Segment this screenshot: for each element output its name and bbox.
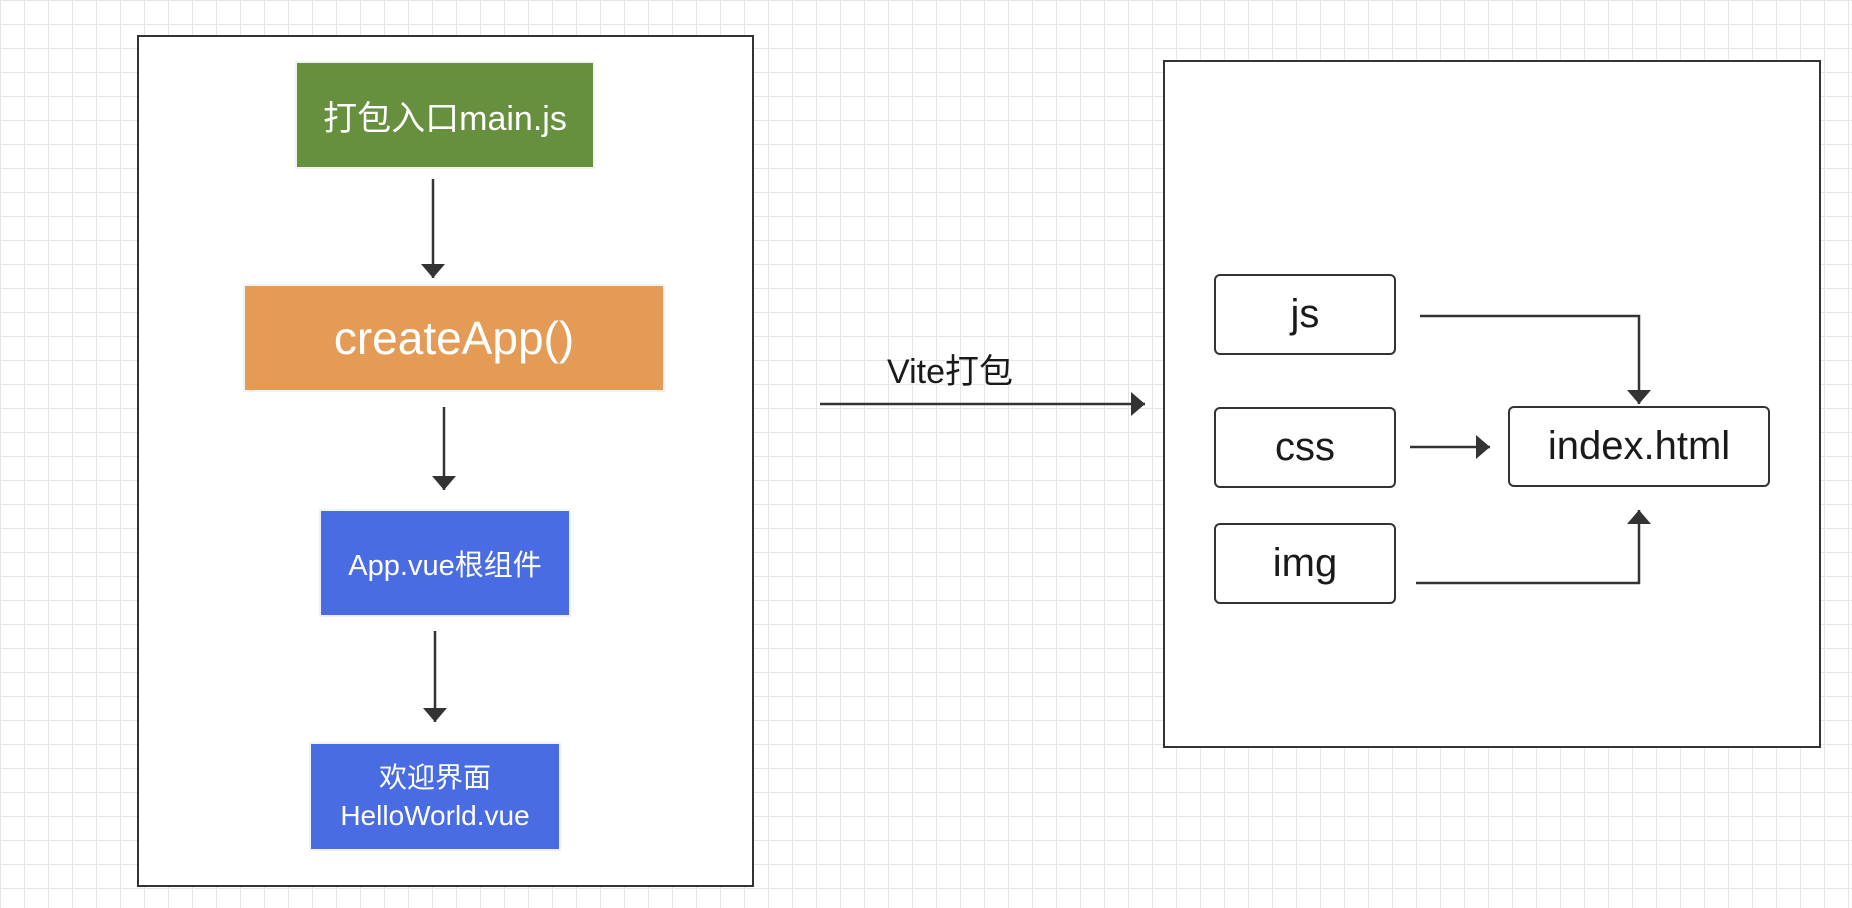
js-asset-label: js xyxy=(1290,292,1320,336)
css-asset-node: css xyxy=(1214,407,1396,488)
index-html-node: index.html xyxy=(1508,406,1770,487)
js-asset-node: js xyxy=(1214,274,1396,355)
img-asset-label: img xyxy=(1272,541,1338,585)
welcome-node: 欢迎界面 HelloWorld.vue xyxy=(309,742,561,851)
bundle-edge-label: Vite打包 xyxy=(887,344,1013,393)
welcome-node-title: 欢迎界面 xyxy=(378,761,491,793)
root-component-node-label: App.vue根组件 xyxy=(348,550,542,582)
css-asset-label: css xyxy=(1275,425,1335,469)
img-asset-node: img xyxy=(1214,523,1396,604)
create-app-node-label: createApp() xyxy=(333,312,575,364)
arrow-js-to-index xyxy=(1420,314,1651,404)
entry-node-label: 打包入口main.js xyxy=(323,99,567,138)
welcome-node-filename: HelloWorld.vue xyxy=(340,799,530,831)
create-app-node: createApp() xyxy=(243,284,665,392)
arrow-img-to-index xyxy=(1416,510,1651,585)
root-component-node: App.vue根组件 xyxy=(319,509,571,617)
entry-node: 打包入口main.js xyxy=(295,61,595,169)
build-output-container xyxy=(1163,60,1821,748)
index-html-label: index.html xyxy=(1547,424,1731,468)
bundle-edge-label-text: Vite打包 xyxy=(887,353,1013,391)
